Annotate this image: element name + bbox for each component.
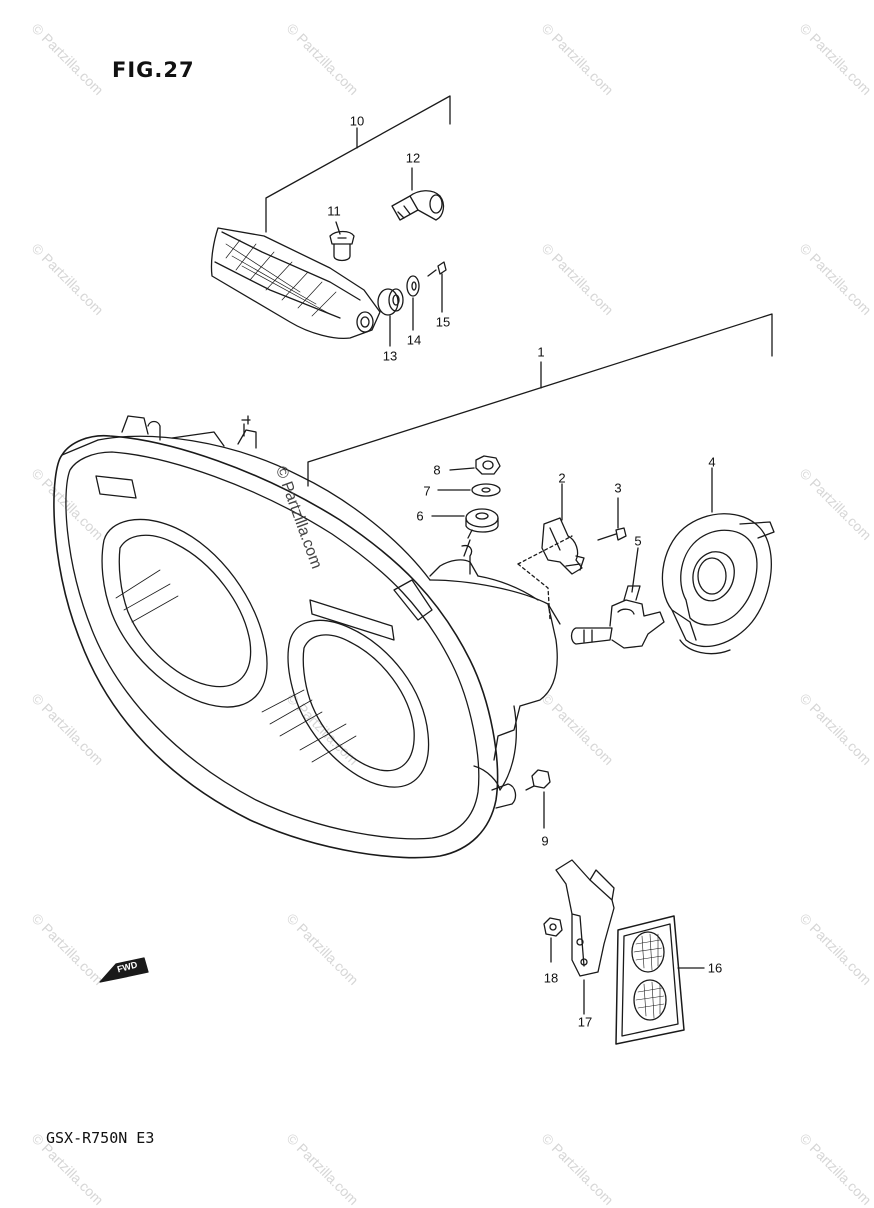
assembly-line [517, 535, 573, 565]
callout-3[interactable]: 3 [614, 480, 622, 496]
leader-11 [335, 221, 341, 235]
screw-3 [597, 527, 627, 541]
callout-12[interactable]: 12 [405, 150, 421, 166]
bracket-1-leader [307, 313, 773, 487]
headlight-boot-4 [661, 513, 775, 655]
bracket-10-leader [265, 95, 451, 233]
callout-2[interactable]: 2 [558, 470, 566, 486]
reflector-16 [615, 915, 685, 1045]
callout-11[interactable]: 11 [327, 203, 341, 219]
screw-15 [427, 261, 447, 277]
halogen-bulb-5 [570, 585, 665, 649]
grommet-6 [465, 508, 499, 533]
nut-8 [475, 455, 501, 475]
turn-signal-assembly [210, 227, 381, 340]
bolt-9 [525, 769, 551, 791]
callout-14[interactable]: 14 [406, 332, 422, 348]
callout-6[interactable]: 6 [416, 508, 424, 524]
bulb-11 [329, 230, 355, 262]
callout-15[interactable]: 15 [435, 314, 451, 330]
callout-5[interactable]: 5 [634, 533, 642, 549]
callout-13[interactable]: 13 [382, 348, 398, 364]
callout-4[interactable]: 4 [708, 454, 716, 470]
figure-title: FIG.27 [112, 58, 195, 82]
bracket-17 [555, 859, 615, 977]
grommet-13 [377, 288, 404, 316]
nut-18 [543, 917, 563, 937]
leader-5 [631, 547, 639, 593]
callout-8[interactable]: 8 [433, 462, 441, 478]
model-code: GSX-R750N E3 [46, 1129, 155, 1147]
callout-18[interactable]: 18 [543, 970, 559, 986]
callout-10[interactable]: 10 [349, 113, 365, 129]
clamp-2 [541, 517, 585, 575]
callout-17[interactable]: 17 [577, 1014, 593, 1030]
headlight-assembly [53, 415, 561, 859]
callout-7[interactable]: 7 [423, 483, 431, 499]
washer-7 [471, 483, 501, 497]
callout-1[interactable]: 1 [537, 344, 545, 360]
fwd-arrow-icon [99, 957, 149, 983]
socket-12 [391, 190, 445, 221]
leader-8 [449, 467, 475, 471]
washer-14 [406, 275, 420, 297]
callout-9[interactable]: 9 [541, 833, 549, 849]
assembly-line [517, 563, 551, 621]
callout-16[interactable]: 16 [707, 960, 723, 976]
